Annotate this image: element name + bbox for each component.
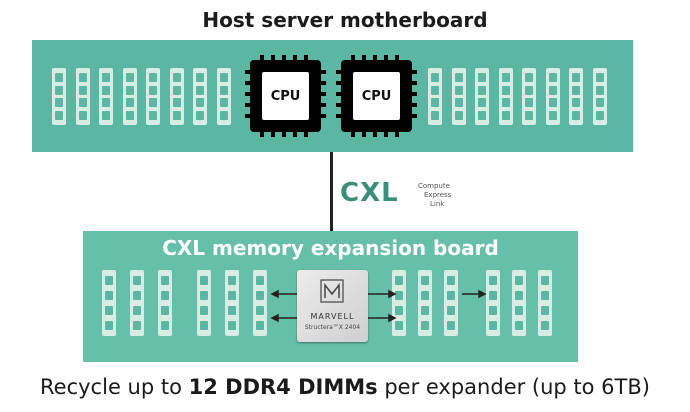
cpu-pin: [395, 55, 399, 61]
caption-prefix: Recycle up to: [40, 375, 189, 399]
caption-suffix: per expander (up to 6TB): [377, 375, 650, 399]
cpu-pin: [373, 55, 377, 61]
cpu-pin: [260, 131, 264, 137]
cpu-pin: [320, 92, 326, 96]
cpu-label-1: CPU: [262, 72, 309, 120]
dimm-module: [197, 270, 211, 336]
cpu-label-2: CPU: [353, 72, 400, 120]
dimm-module: [475, 68, 489, 125]
cpu-pin: [320, 70, 326, 74]
dimm-module: [169, 68, 184, 125]
cxl-logo: CXL: [340, 178, 399, 208]
dimm-module: [451, 68, 466, 125]
arrowhead-left-top: [270, 289, 279, 299]
dimm-module: [102, 270, 116, 336]
cpu-pin: [271, 131, 275, 137]
cpu-pin: [304, 131, 308, 137]
dimm-module: [498, 68, 513, 125]
dimm-module: [512, 270, 526, 336]
dimm-module: [52, 68, 66, 125]
dimm-module: [569, 68, 583, 125]
cpu-pin: [245, 81, 251, 85]
host-board-title: Host server motherboard: [202, 8, 488, 32]
cpu-pin: [336, 114, 342, 118]
cpu-pin: [384, 131, 388, 137]
cxl-tagline-3: Link: [430, 200, 445, 208]
cpu-pin: [320, 114, 326, 118]
cpu-pin: [336, 70, 342, 74]
cpu-pin: [336, 103, 342, 107]
cpu-pin: [282, 131, 286, 137]
marvell-chip: [297, 270, 368, 342]
cpu-pin: [351, 131, 355, 137]
dimm-module: [253, 270, 267, 336]
cpu-pin: [411, 103, 417, 107]
cpu-pin: [395, 131, 399, 137]
cpu-pin: [260, 55, 264, 61]
dimm-module: [158, 270, 172, 336]
cpu-pin: [411, 70, 417, 74]
cxl-tagline-2: Express: [424, 191, 452, 199]
cpu-pin: [336, 92, 342, 96]
dimm-module: [99, 68, 113, 125]
cpu-pin: [245, 70, 251, 74]
cpu-pin: [320, 103, 326, 107]
cxl-tagline-1: Compute: [418, 182, 450, 190]
dimm-module: [545, 68, 560, 125]
dimm-module: [444, 270, 458, 336]
dimm-module: [486, 270, 500, 336]
caption: Recycle up to 12 DDR4 DIMMs per expander…: [0, 375, 690, 399]
arrowhead-left-bottom: [270, 313, 279, 323]
cpu-pin: [336, 81, 342, 85]
dimm-module: [75, 68, 90, 125]
cpu-pin: [304, 55, 308, 61]
cpu-pin: [411, 81, 417, 85]
cpu-pin: [293, 131, 297, 137]
dimm-module: [428, 68, 442, 125]
dimm-module: [225, 270, 239, 336]
dimm-module: [418, 270, 432, 336]
cpu-pin: [411, 114, 417, 118]
chip-brand: MARVELL: [310, 312, 355, 321]
dimm-module: [538, 270, 552, 336]
marvell-logo-icon: [320, 279, 344, 303]
cpu-pin: [245, 103, 251, 107]
cpu-pin: [282, 55, 286, 61]
cpu-pin: [362, 131, 366, 137]
dimm-module: [122, 68, 137, 125]
cpu-pin: [373, 131, 377, 137]
dimm-module: [146, 68, 160, 125]
cpu-pin: [320, 81, 326, 85]
cxl-link-line: [330, 152, 333, 232]
cpu-pin: [384, 55, 388, 61]
cpu-pin: [293, 55, 297, 61]
cpu-pin: [362, 55, 366, 61]
arrowhead-right-top: [388, 289, 397, 299]
cpu-pin: [271, 55, 275, 61]
dimm-module: [392, 270, 406, 336]
dimm-module: [592, 68, 607, 125]
arrowhead-right-bottom: [388, 313, 397, 323]
chip-model: Structera™X 2404: [304, 324, 361, 331]
dimm-module: [216, 68, 231, 125]
dimm-module: [522, 68, 536, 125]
caption-bold: 12 DDR4 DIMMs: [188, 375, 378, 399]
cpu-pin: [351, 55, 355, 61]
cpu-pin: [245, 114, 251, 118]
dimm-module: [193, 68, 207, 125]
cpu-pin: [245, 92, 251, 96]
dimm-module: [130, 270, 144, 336]
cpu-pin: [411, 92, 417, 96]
arrowhead-far-right: [478, 289, 487, 299]
cxl-board-title: CXL memory expansion board: [162, 236, 499, 260]
